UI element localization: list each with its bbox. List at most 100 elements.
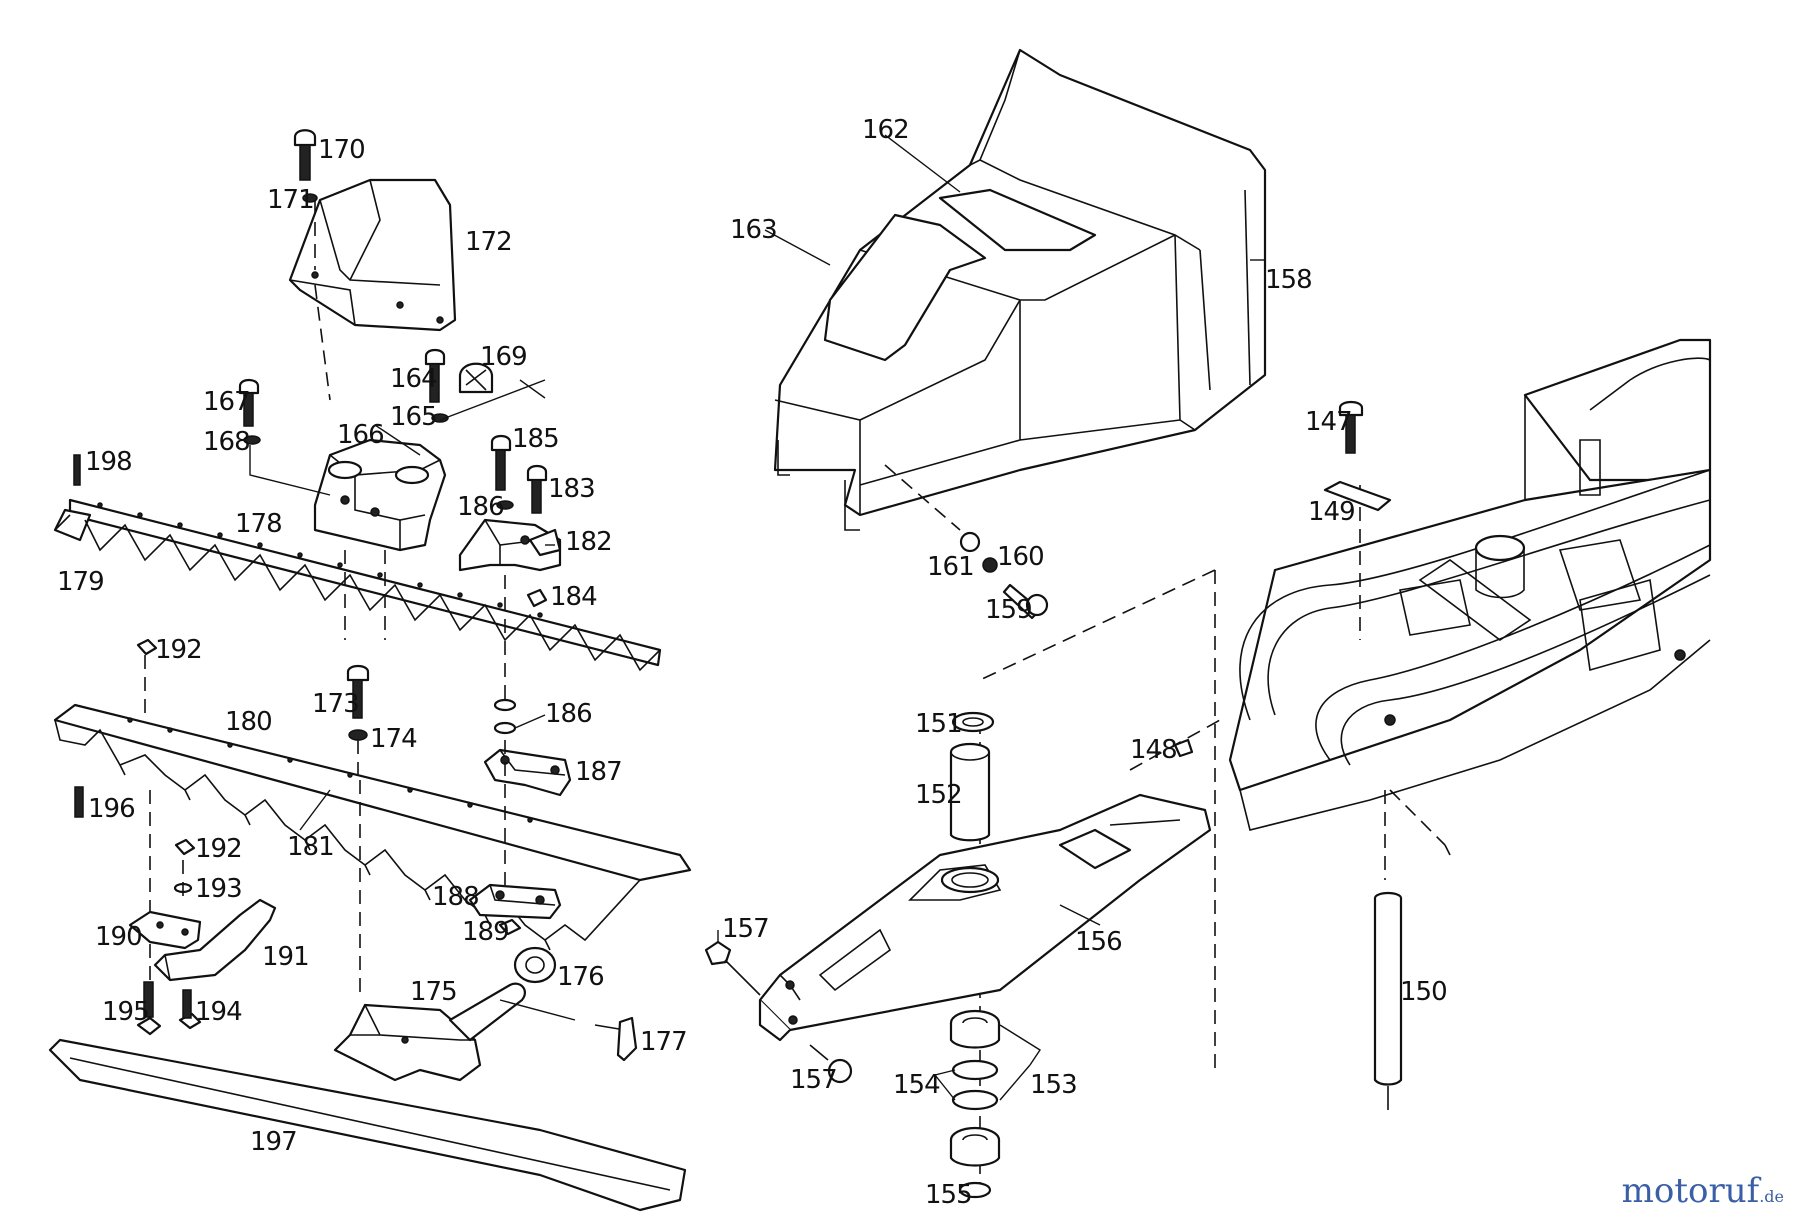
bracket-175: [333, 982, 576, 1082]
label-187: 187: [575, 757, 622, 787]
label-191: 191: [262, 942, 309, 972]
label-173: 173: [312, 689, 359, 719]
pin-196: [74, 786, 84, 818]
watermark-brand: motoruf: [1621, 1171, 1760, 1211]
label-190: 190: [95, 922, 142, 952]
clamp-182: [458, 518, 562, 572]
label-153: 153: [1030, 1070, 1077, 1100]
nut-192-lower: [149, 790, 196, 1000]
finger-bar-180: [53, 703, 692, 951]
nut-184: [526, 588, 548, 608]
label-171: 171: [267, 185, 314, 215]
bolt-177: [359, 780, 638, 1062]
label-166: 166: [337, 420, 384, 450]
label-185: 185: [512, 424, 559, 454]
label-170: 170: [318, 135, 365, 165]
label-186-lower: 186: [545, 699, 592, 729]
nut-192-upper: [136, 638, 158, 720]
label-148: 148: [1130, 735, 1177, 765]
motoruf-watermark-logo: motoruf.de: [1622, 1171, 1784, 1211]
label-168: 168: [203, 427, 250, 457]
clip-190: [128, 910, 202, 950]
label-176: 176: [557, 962, 604, 992]
label-188: 188: [432, 882, 479, 912]
guard-172: [288, 178, 457, 332]
bolt-164: [424, 348, 546, 423]
label-169: 169: [480, 342, 527, 372]
label-192-lower: 192: [195, 834, 242, 864]
label-192-upper: 192: [155, 635, 202, 665]
arm-156: [758, 793, 1212, 1042]
label-178: 178: [235, 509, 282, 539]
label-162: 162: [862, 115, 909, 145]
label-164: 164: [390, 364, 437, 394]
label-181: 181: [287, 832, 334, 862]
bushing-176: [513, 946, 557, 984]
label-175: 175: [410, 977, 457, 1007]
label-152: 152: [915, 780, 962, 810]
runner-197: [48, 1038, 687, 1212]
label-157-upper: 157: [722, 914, 769, 944]
left-guide-lines: [344, 550, 386, 640]
label-184: 184: [550, 582, 597, 612]
label-189: 189: [462, 917, 509, 947]
label-196: 196: [88, 794, 135, 824]
bolt-185: [490, 434, 548, 514]
pin-150: [1373, 891, 1403, 1110]
label-154: 154: [893, 1070, 940, 1100]
label-157-lower: 157: [790, 1065, 837, 1095]
hood-screw-set: [959, 531, 1049, 620]
label-160: 160: [997, 542, 1044, 572]
label-177: 177: [640, 1027, 687, 1057]
window-label-163: [823, 213, 987, 362]
knife-bar-178: [53, 498, 662, 672]
guide-plate-191: [153, 898, 277, 982]
frame-bolt-147: [1173, 400, 1392, 758]
label-161: 161: [927, 552, 974, 582]
label-193: 193: [195, 874, 242, 904]
bolt-167: [238, 378, 331, 496]
label-167: 167: [203, 387, 250, 417]
label-151: 151: [915, 709, 962, 739]
label-163: 163: [730, 215, 777, 245]
nut-148: [1173, 738, 1194, 758]
label-186-upper: 186: [457, 492, 504, 522]
label-179: 179: [57, 567, 104, 597]
mower-frame: [1129, 338, 1712, 880]
label-159: 159: [985, 595, 1032, 625]
label-194: 194: [195, 997, 242, 1027]
plate-149: [1323, 480, 1392, 512]
bolt-195: [136, 981, 202, 1036]
knife-section-181: [299, 789, 331, 831]
sleeve-152: [949, 742, 991, 842]
label-195: 195: [102, 997, 149, 1027]
label-183: 183: [548, 474, 595, 504]
label-149: 149: [1308, 497, 1355, 527]
label-156: 156: [1075, 927, 1122, 957]
block-166: [313, 438, 447, 552]
clamp-188: [468, 740, 562, 936]
label-198: 198: [85, 447, 132, 477]
label-158: 158: [1265, 265, 1312, 295]
washer-151: [951, 711, 995, 733]
pin-198: [73, 454, 81, 486]
bolt-173: [346, 664, 370, 780]
bolt-170: [293, 129, 331, 401]
callout-labels: 147 148 149 150 151 152 153 154 155 156 …: [57, 115, 1448, 1210]
label-147: 147: [1305, 407, 1352, 437]
label-150: 150: [1400, 977, 1447, 1007]
bolt-157: [704, 940, 853, 1084]
hood-cover: [773, 48, 1267, 531]
label-165: 165: [390, 402, 437, 432]
washers-186: [493, 575, 517, 735]
label-182: 182: [565, 527, 612, 557]
label-155: 155: [925, 1180, 972, 1210]
window-label-162: [938, 188, 1097, 252]
label-174: 174: [370, 724, 417, 754]
leader-lines: [374, 134, 1265, 1101]
label-180: 180: [225, 707, 272, 737]
clip-187: [483, 748, 572, 797]
watermark-domain: .de: [1759, 1187, 1784, 1206]
label-197: 197: [250, 1127, 297, 1157]
